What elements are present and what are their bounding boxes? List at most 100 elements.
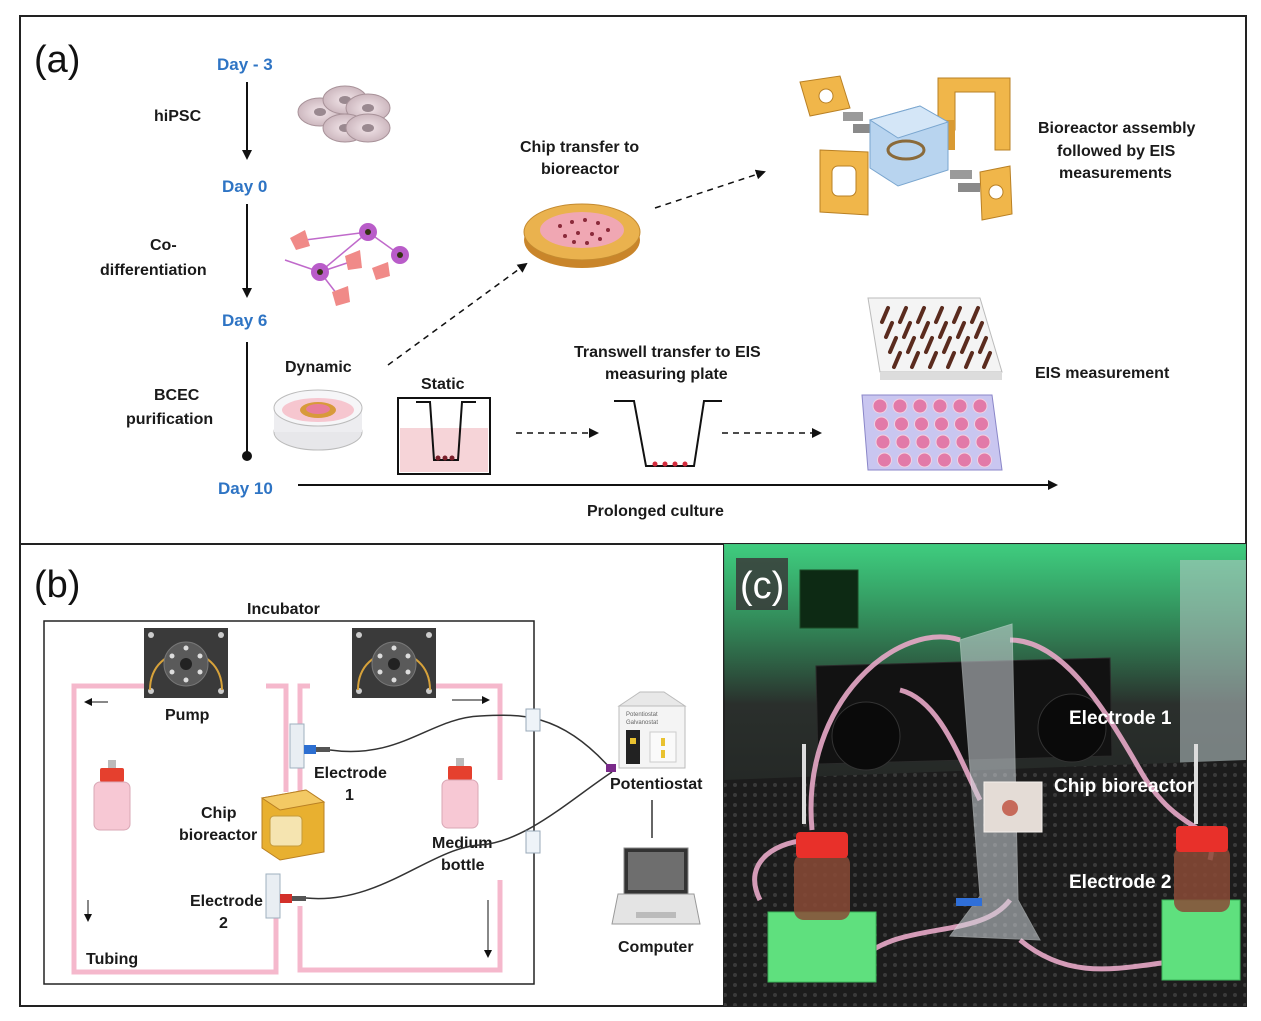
electrode-rod — [956, 321, 966, 339]
stage-hipsc: hiPSC — [154, 108, 202, 125]
medium-label-1: Medium — [432, 835, 492, 852]
pump-right — [352, 628, 436, 698]
electrode-rod — [934, 306, 944, 324]
panel-b-letter: (b) — [34, 564, 80, 606]
photo-cap-left — [796, 832, 848, 858]
incubator-box — [43, 620, 535, 985]
chip-label-1: Chip — [201, 805, 237, 822]
panel-c-letter-bg — [736, 558, 788, 610]
plate-well — [897, 452, 912, 468]
panel-a: (a) Day - 3 Day 0 Day 6 Day 10 hiPSC Co-… — [19, 15, 1247, 545]
plate-well — [877, 452, 892, 468]
pump-left — [144, 628, 228, 698]
plate-well — [917, 452, 932, 468]
chip-illustration — [523, 203, 641, 268]
plate-well — [972, 398, 988, 414]
stage-bcec-2: purification — [126, 411, 213, 428]
electrode-rod — [964, 351, 974, 369]
plate-well — [937, 452, 952, 468]
electrode-rod — [974, 321, 984, 339]
photo-electrode2-label: Electrode 2 — [1069, 872, 1171, 893]
plate-well — [874, 416, 889, 432]
bioreactor-assembly-label-2: followed by EIS — [1057, 143, 1176, 160]
day-0: Day 0 — [222, 177, 267, 196]
electrode1-label-2: 1 — [345, 787, 354, 804]
transwell-label-1: Transwell transfer to EIS — [574, 344, 761, 361]
plate-well — [892, 398, 908, 414]
electrode-rod — [910, 351, 920, 369]
plate-well — [875, 434, 891, 450]
photo-chip-well — [1002, 800, 1018, 816]
electrode-rod — [952, 306, 962, 324]
wire-port-bottom — [525, 830, 541, 854]
prolonged-culture-label: Prolonged culture — [587, 503, 724, 520]
panel-a-letter: (a) — [34, 39, 80, 81]
photo-blue-connector — [956, 898, 982, 906]
electrode-rod — [906, 336, 916, 354]
photo-bottle-left — [794, 854, 850, 920]
stage-codiff-2: differentiation — [100, 262, 207, 279]
electrode-rod — [942, 336, 952, 354]
electrode1-label-1: Electrode — [314, 765, 387, 782]
bioreactor-assembly-label-1: Bioreactor assembly — [1038, 120, 1196, 137]
transwell-insert-illustration — [614, 400, 722, 467]
electrode-rod — [970, 306, 980, 324]
medium-bottle-right — [441, 758, 479, 829]
dynamic-dish-illustration — [273, 389, 363, 451]
device-text-2: Galvanostat — [626, 720, 658, 726]
plate-well — [955, 434, 971, 450]
photo-cap-right — [1176, 826, 1228, 852]
wire-port-top — [525, 708, 541, 732]
photo-pump-rotor-left — [831, 701, 901, 771]
electrode-rod — [982, 351, 992, 369]
electrode-rod — [960, 336, 970, 354]
electrode-rod — [978, 336, 988, 354]
plate-well — [915, 434, 931, 450]
panel-b: (b) Incubator — [19, 543, 725, 1007]
panel-c: (c) Electrode 1 Chip bioreactor Electrod… — [723, 543, 1247, 1007]
plate-well — [872, 398, 888, 414]
computer-icon — [611, 847, 701, 925]
photo-filter-left — [802, 744, 806, 824]
electrode-rod — [884, 321, 894, 339]
eis-measurement-label: EIS measurement — [1035, 365, 1170, 382]
photo-bottle-right — [1174, 846, 1230, 912]
electrode-rod — [924, 336, 934, 354]
electrode-wires — [305, 714, 613, 900]
plate-well — [912, 398, 928, 414]
electrode-rod — [946, 351, 956, 369]
static-transwell-illustration — [397, 397, 491, 475]
chip-transfer-label-1: Chip transfer to — [520, 139, 639, 156]
photo-chip-bioreactor-label: Chip bioreactor — [1054, 776, 1195, 797]
eis-electrode-lid-illustration — [867, 297, 1003, 380]
electrode-rod — [920, 321, 930, 339]
dynamic-label: Dynamic — [285, 359, 352, 376]
transwell-label-2: measuring plate — [605, 366, 728, 383]
electrode-rod — [902, 321, 912, 339]
electrode-1 — [289, 723, 330, 769]
electrode2-label-1: Electrode — [190, 893, 263, 910]
stage-bcec-1: BCEC — [154, 387, 200, 404]
plate-well — [954, 416, 969, 432]
potentiostat-plug — [606, 764, 616, 772]
plate-well — [895, 434, 911, 450]
electrode-rod — [928, 351, 938, 369]
day-10: Day 10 — [218, 479, 273, 498]
chip-transfer-label-2: bioreactor — [541, 161, 619, 178]
device-text-1: Potentiostat — [626, 712, 658, 718]
plate-well — [975, 434, 991, 450]
plate-well — [977, 452, 992, 468]
plate-well — [932, 398, 948, 414]
electrode-rod — [898, 306, 908, 324]
electrode-2 — [265, 873, 306, 919]
day-6: Day 6 — [222, 311, 267, 330]
plate-well — [894, 416, 909, 432]
timeline-end-dot — [242, 451, 252, 461]
plate-well — [957, 452, 972, 468]
computer-label: Computer — [618, 939, 694, 956]
stage-codiff-1: Co- — [150, 237, 177, 254]
green-holder-right — [1161, 899, 1241, 981]
hipsc-cells-illustration — [297, 85, 391, 143]
